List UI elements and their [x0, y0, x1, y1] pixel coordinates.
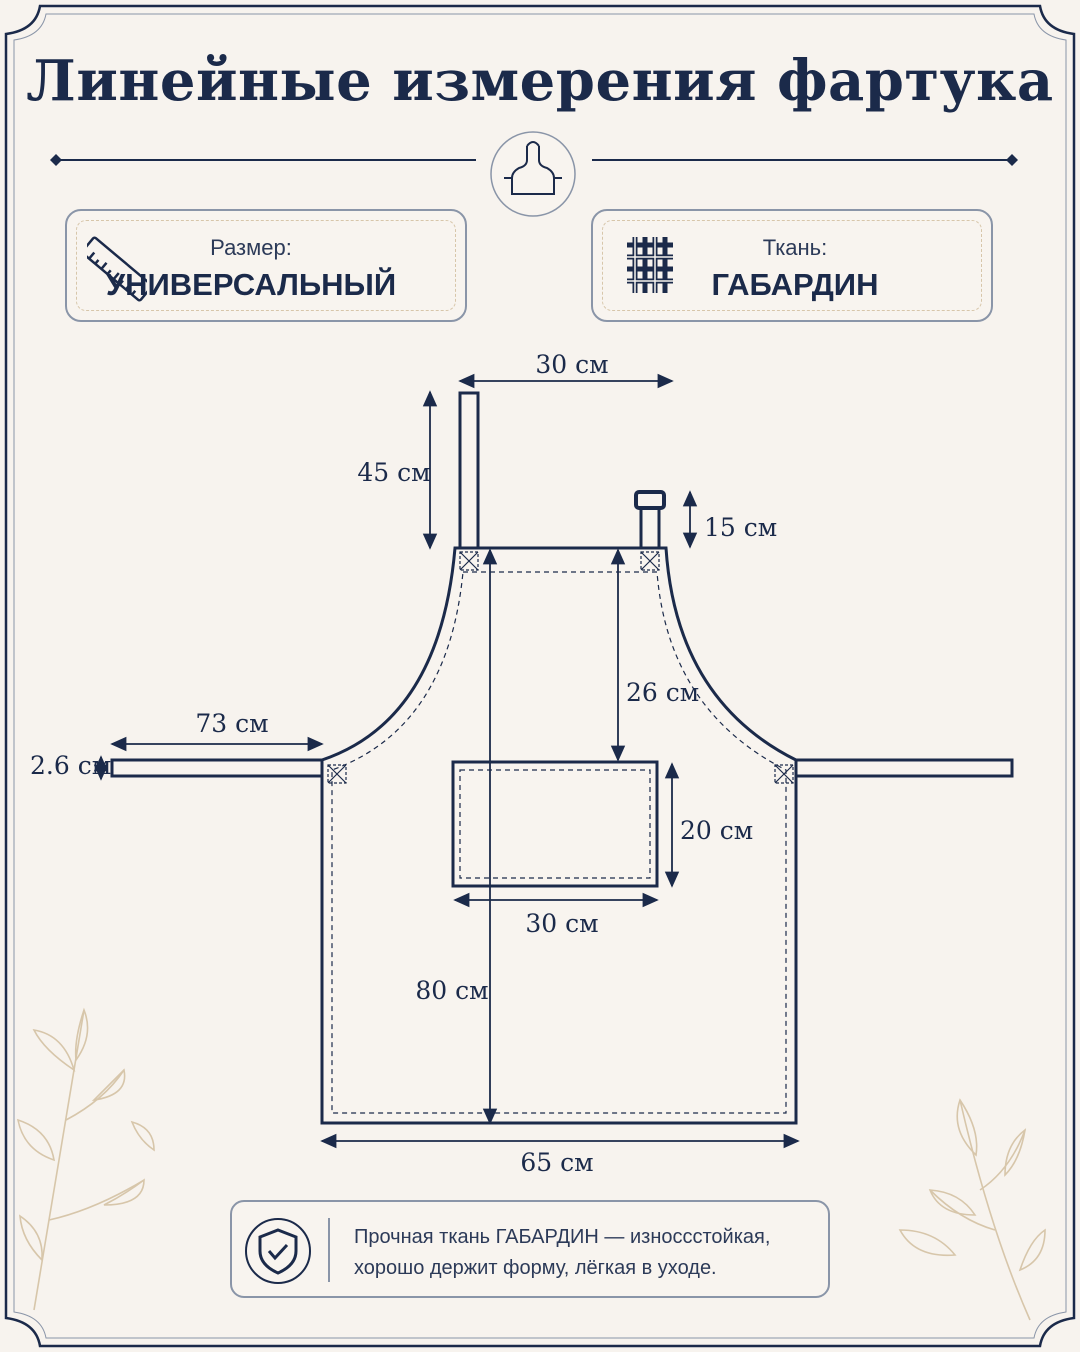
neck-strap — [458, 391, 480, 550]
size-label: Размер: — [210, 235, 292, 260]
shield-check-icon — [245, 1218, 311, 1284]
apron-stitching — [331, 571, 787, 1114]
apron-pattern — [93, 373, 1014, 1149]
dim-tie-width: 2.6 см — [30, 751, 112, 780]
fabric-note-text: Прочная ткань ГАБАРДИН — износсстойкая, … — [354, 1226, 771, 1279]
dim-bottom-width: 65 см — [520, 1148, 594, 1177]
dim-waist-tie: 73 см — [195, 709, 269, 738]
dim-total-length: 80 см — [415, 976, 489, 1005]
pocket — [451, 760, 659, 888]
fabric-label: Ткань: — [762, 235, 828, 260]
fabric-value: ГАБАРДИН — [711, 267, 879, 302]
apron-emblem-icon — [504, 141, 562, 195]
dim-pocket-width: 30 см — [525, 909, 599, 938]
title-divider — [50, 131, 1018, 217]
ruler-icon — [87, 236, 147, 302]
strap-loop — [639, 503, 661, 550]
fabric-note: Прочная ткань ГАБАРДИН — износсстойкая, … — [230, 1200, 830, 1298]
dim-bib-to-pocket: 26 см — [626, 678, 700, 707]
dim-strap-loop: 15 см — [704, 513, 778, 542]
bartack-marks — [327, 551, 794, 784]
left-waist-tie — [110, 758, 326, 778]
right-waist-tie — [794, 758, 1014, 778]
left-leaves-decoration — [16, 1007, 155, 1311]
dim-pocket-height: 20 см — [680, 816, 754, 845]
size-value: УНИВЕРСАЛЬНЫЙ — [105, 267, 397, 302]
dim-neck-width: 30 см — [535, 350, 609, 379]
page-title: Линейные измерения фартука — [26, 48, 1054, 114]
right-leaves-decoration — [898, 1098, 1046, 1321]
dim-neck-strap: 45 см — [357, 458, 431, 487]
size-card: Размер: УНИВЕРСАЛЬНЫЙ — [65, 209, 467, 322]
fabric-weave-icon — [627, 237, 673, 293]
buckle-icon — [634, 490, 666, 510]
fabric-card: Ткань: ГАБАРДИН — [591, 209, 993, 322]
